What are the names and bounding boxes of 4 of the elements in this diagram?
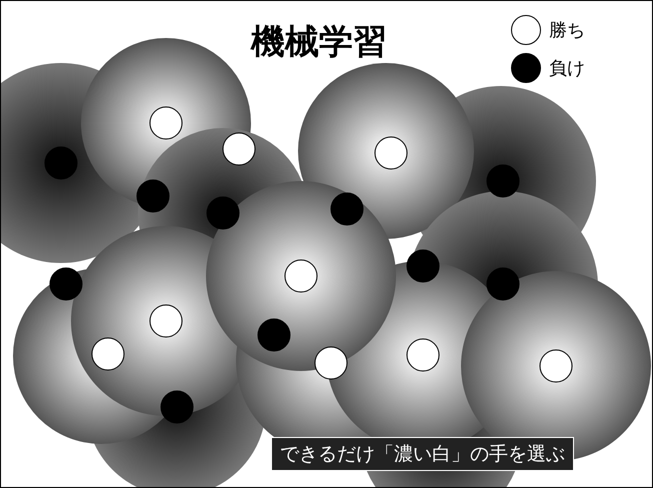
legend-label: 負け (549, 57, 585, 80)
legend-label: 勝ち (549, 19, 585, 42)
caption: できるだけ「濃い白」の手を選ぶ (271, 437, 574, 471)
title: 機械学習 (251, 21, 387, 64)
